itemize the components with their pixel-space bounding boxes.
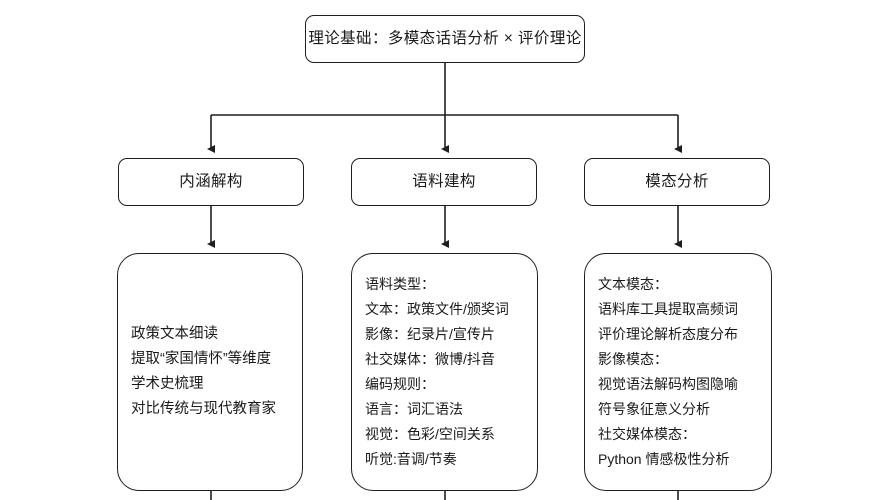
node-theoretical-foundation[interactable]: 理论基础：多模态话语分析 × 评价理论	[305, 15, 585, 63]
detail-line: 编码规则：	[365, 376, 435, 392]
detail-line: 影像：纪录片/宣传片	[365, 326, 495, 342]
detail-line: 政策文本细读	[131, 326, 218, 342]
node-label-root: 理论基础：多模态话语分析 × 评价理论	[308, 29, 582, 47]
detail-line: 语言：词汇语法	[365, 401, 463, 417]
detail-line: 影像模态：	[598, 351, 668, 367]
detail-line: 社交媒体模态：	[598, 426, 696, 442]
detail-line: 文本模态：	[598, 276, 668, 292]
detail-line: 文本：政策文件/颁奖词	[365, 301, 509, 317]
detail-line: 语料库工具提取高频词	[598, 301, 738, 317]
detail-line: 提取“家国情怀”等维度	[131, 351, 272, 367]
detail-line: 符号象征意义分析	[598, 401, 710, 417]
detail-box-modality-analysis[interactable]: 文本模态： 语料库工具提取高频词 评价理论解析态度分布 影像模态： 视觉语法解码…	[584, 253, 772, 491]
detail-line: 学术史梳理	[131, 376, 204, 392]
edge-root-to-bar	[211, 63, 678, 116]
detail-line: 对比传统与现代教育家	[131, 401, 276, 417]
detail-line: 社交媒体：微博/抖音	[365, 351, 495, 367]
detail-line: 视觉语法解码构图隐喻	[598, 376, 738, 392]
detail-line: 听觉:音调/节奏	[365, 451, 457, 467]
node-label-branch-2: 模态分析	[645, 172, 709, 190]
detail-line: 语料类型：	[365, 276, 435, 292]
node-label-branch-0: 内涵解构	[179, 172, 243, 190]
node-modality-analysis[interactable]: 模态分析	[584, 158, 770, 206]
detail-box-corpus-construction[interactable]: 语料类型： 文本：政策文件/颁奖词 影像：纪录片/宣传片 社交媒体：微博/抖音 …	[351, 253, 538, 491]
detail-line: Python 情感极性分析	[598, 451, 730, 467]
detail-box-connotation-deconstruction[interactable]: 政策文本细读 提取“家国情怀”等维度 学术史梳理 对比传统与现代教育家	[117, 253, 303, 491]
detail-line: 评价理论解析态度分布	[598, 326, 738, 342]
detail-line: 视觉：色彩/空间关系	[365, 426, 495, 442]
node-corpus-construction[interactable]: 语料建构	[351, 158, 537, 206]
node-label-branch-1: 语料建构	[412, 172, 476, 190]
node-connotation-deconstruction[interactable]: 内涵解构	[118, 158, 304, 206]
